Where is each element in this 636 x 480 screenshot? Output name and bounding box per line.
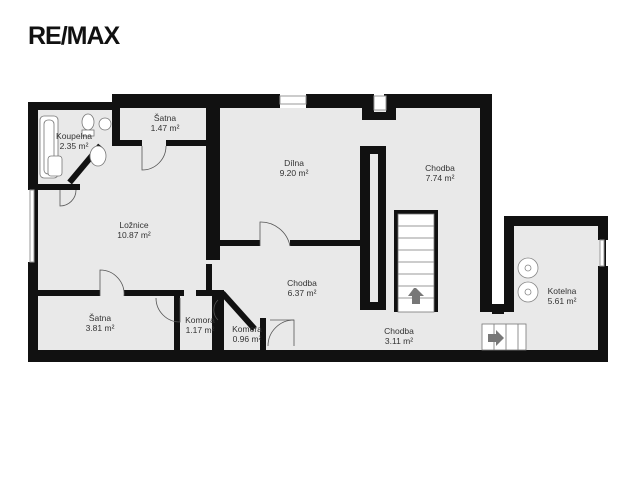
stairs-up-arrow-icon <box>408 288 424 304</box>
stairs-right-arrow-icon <box>488 330 504 346</box>
remax-logo: RE/MAX <box>28 22 120 50</box>
entry-stairs <box>481 323 527 351</box>
bathroom-fixtures <box>39 113 112 179</box>
toilet-icon <box>81 113 95 131</box>
door-swings <box>59 145 295 347</box>
boiler-icon <box>517 257 539 303</box>
sink-icon <box>98 117 112 131</box>
windows <box>29 95 605 267</box>
walls <box>28 94 608 362</box>
